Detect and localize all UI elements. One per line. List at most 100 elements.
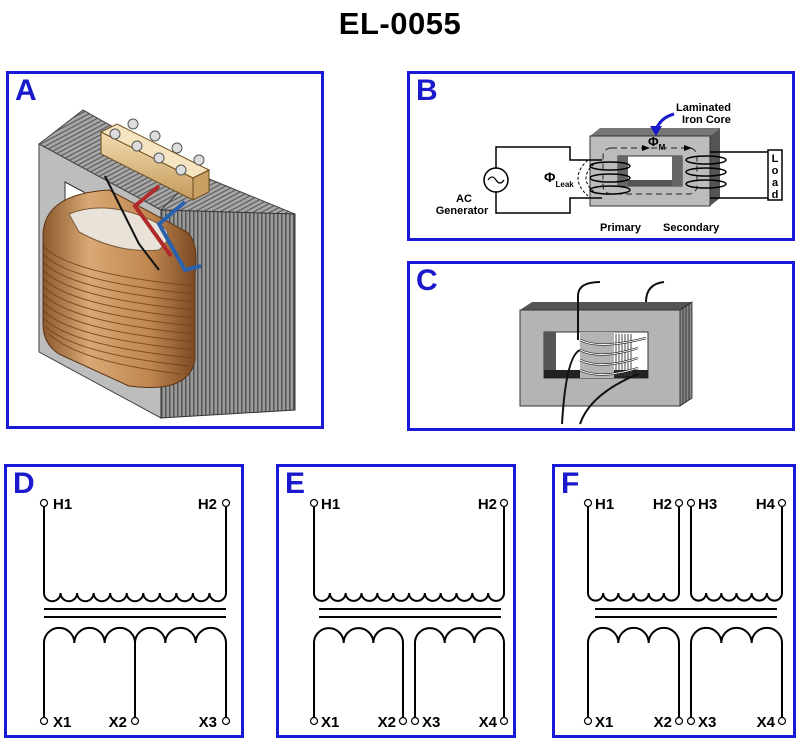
terminal-label-x3: X3 bbox=[422, 714, 440, 731]
terminal-label-x2: X2 bbox=[378, 714, 396, 731]
terminal-x1 bbox=[39, 716, 49, 726]
core-laminations bbox=[679, 301, 693, 407]
load-letter-l: L bbox=[772, 153, 779, 165]
wire-red bbox=[132, 184, 173, 258]
load-letter-a: a bbox=[772, 177, 779, 189]
flux-main-label: ΦM bbox=[648, 134, 666, 152]
terminal-h2 bbox=[499, 498, 509, 508]
terminal-h4 bbox=[777, 498, 787, 508]
terminal-label-x2: X2 bbox=[109, 714, 127, 731]
coil-lead-1 bbox=[577, 281, 601, 340]
wire-blue bbox=[156, 200, 202, 273]
terminal-h3 bbox=[686, 498, 696, 508]
terminal-h1 bbox=[583, 498, 593, 508]
terminal-screw bbox=[153, 152, 165, 164]
terminal-label-x4: X4 bbox=[757, 714, 776, 731]
secondary-winding-2 bbox=[690, 626, 783, 717]
secondary-winding-2 bbox=[414, 627, 505, 717]
terminal-screw bbox=[175, 164, 187, 176]
coil-lead-3 bbox=[561, 349, 581, 425]
terminal-h2 bbox=[674, 498, 684, 508]
terminal-label-h2: H2 bbox=[653, 496, 672, 513]
terminal-screw bbox=[131, 140, 143, 152]
panel-d-letter: D bbox=[13, 467, 35, 500]
terminal-label-x1: X1 bbox=[595, 714, 613, 731]
sine-wave-icon bbox=[487, 176, 505, 184]
terminal-block bbox=[99, 118, 211, 201]
terminal-screw bbox=[193, 154, 205, 166]
coil-lead-2 bbox=[645, 281, 665, 303]
panel-a: A bbox=[6, 71, 324, 429]
terminal-screw bbox=[171, 142, 183, 154]
coil-lead-4 bbox=[579, 373, 639, 425]
secondary-coil bbox=[685, 155, 727, 189]
primary-winding-1 bbox=[587, 507, 680, 602]
terminal-label-x1: X1 bbox=[53, 714, 71, 731]
ac-label-1: AC bbox=[456, 193, 472, 205]
terminal-x4 bbox=[499, 716, 509, 726]
primary-label: Primary bbox=[600, 222, 642, 234]
terminal-x2 bbox=[130, 716, 140, 726]
page-title: EL-0055 bbox=[338, 6, 462, 41]
secondary-winding-1 bbox=[587, 626, 680, 717]
leakage-flux-lines bbox=[577, 159, 595, 197]
panel-c-letter: C bbox=[416, 264, 438, 297]
terminal-label-h4: H4 bbox=[756, 496, 776, 513]
terminal-label-x3: X3 bbox=[199, 714, 217, 731]
load-letter-o: o bbox=[772, 165, 779, 177]
terminal-h2 bbox=[221, 498, 231, 508]
transformer-circuit-diagram: L o a d Laminated Iron Core AC Generator… bbox=[436, 102, 783, 234]
load-box bbox=[767, 149, 783, 201]
secondary-label: Secondary bbox=[663, 222, 720, 234]
terminal-label-h1: H1 bbox=[53, 496, 72, 513]
terminal-x1 bbox=[583, 716, 593, 726]
terminal-label-h1: H1 bbox=[321, 496, 340, 513]
terminal-label-x1: X1 bbox=[321, 714, 339, 731]
terminal-x3 bbox=[410, 716, 420, 726]
core-top-edge bbox=[520, 302, 692, 310]
core-with-coil-illustration bbox=[519, 281, 693, 425]
panel-a-letter: A bbox=[15, 74, 37, 107]
iron-core-side bbox=[710, 128, 720, 206]
terminal-label-h3: H3 bbox=[698, 496, 717, 513]
terminal-screw bbox=[149, 130, 161, 142]
transformer-cutaway-illustration bbox=[38, 109, 296, 419]
terminal-h1 bbox=[39, 498, 49, 508]
core-label-1: Laminated bbox=[676, 102, 731, 114]
terminal-label-h2: H2 bbox=[198, 496, 217, 513]
terminal-x4 bbox=[777, 716, 787, 726]
terminal-label-x4: X4 bbox=[479, 714, 498, 731]
panel-c: C bbox=[407, 261, 795, 431]
ac-label-2: Generator bbox=[436, 205, 489, 217]
panel-b: B L o a d bbox=[407, 71, 795, 241]
flux-leak-label: ΦLeak bbox=[544, 169, 574, 189]
terminal-label-x2: X2 bbox=[654, 714, 672, 731]
primary-winding bbox=[313, 507, 505, 602]
load-letter-d: d bbox=[772, 189, 779, 201]
terminal-x1 bbox=[309, 716, 319, 726]
terminal-x2 bbox=[674, 716, 684, 726]
core-label-2: Iron Core bbox=[682, 114, 731, 126]
terminal-label-h1: H1 bbox=[595, 496, 614, 513]
primary-coil bbox=[589, 161, 631, 195]
terminal-screw bbox=[127, 118, 139, 130]
primary-winding-2 bbox=[690, 507, 783, 602]
panel-e-letter: E bbox=[285, 467, 306, 500]
panel-b-letter: B bbox=[416, 74, 438, 107]
terminal-x3 bbox=[221, 716, 231, 726]
terminal-screw bbox=[109, 128, 121, 140]
terminal-x2 bbox=[398, 716, 408, 726]
terminal-label-h2: H2 bbox=[478, 496, 497, 513]
terminal-x3 bbox=[686, 716, 696, 726]
wire-black bbox=[104, 175, 160, 271]
terminal-h1 bbox=[309, 498, 319, 508]
primary-winding bbox=[43, 507, 227, 603]
panel-f-letter: F bbox=[561, 467, 580, 500]
flux-path bbox=[602, 147, 698, 195]
